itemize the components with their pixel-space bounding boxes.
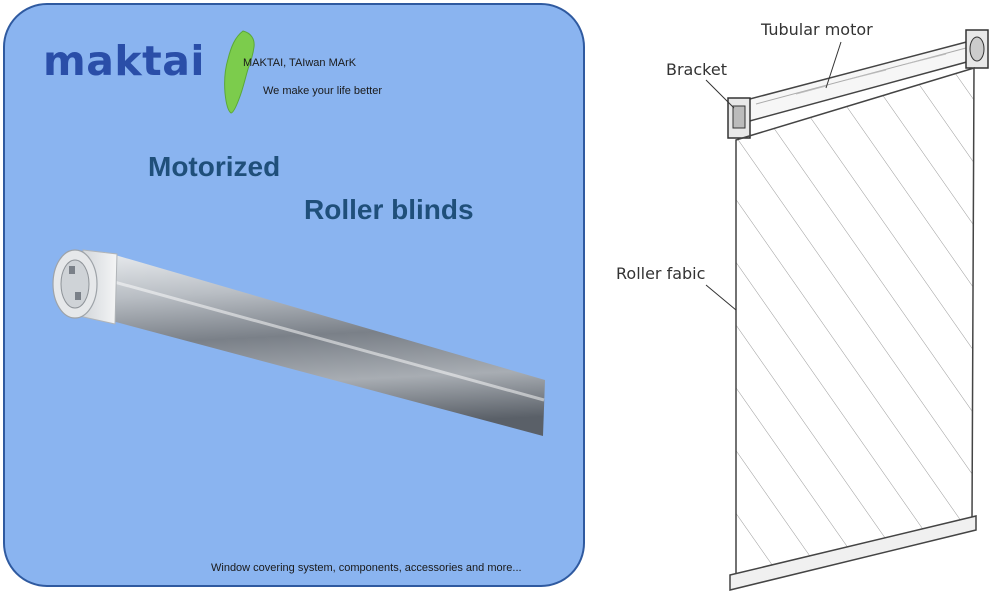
label-roller-fabric: Roller fabic (616, 264, 706, 283)
diagram-drawing (705, 29, 989, 591)
tubular-motor-image (52, 249, 545, 436)
label-tubular-motor: Tubular motor (761, 20, 873, 39)
product-card: maktai MAKTAI, TAIwan MArK We make your … (3, 3, 585, 587)
title-line1: Motorized (148, 151, 281, 182)
maktai-logo: maktai (43, 37, 205, 85)
title-line2: Roller blinds (304, 194, 474, 225)
product-panel: maktai MAKTAI, TAIwan MArK We make your … (3, 3, 585, 587)
mark-text: MAKTAI, TAIwan MArK (243, 57, 357, 69)
taiwan-island-icon (224, 30, 255, 114)
roller-blind-diagram: Tubular motor Bracket Roller fabic (596, 0, 1000, 592)
label-bracket: Bracket (666, 60, 727, 79)
footer-text: Window covering system, components, acce… (211, 562, 522, 574)
slogan: We make your life better (263, 85, 383, 97)
